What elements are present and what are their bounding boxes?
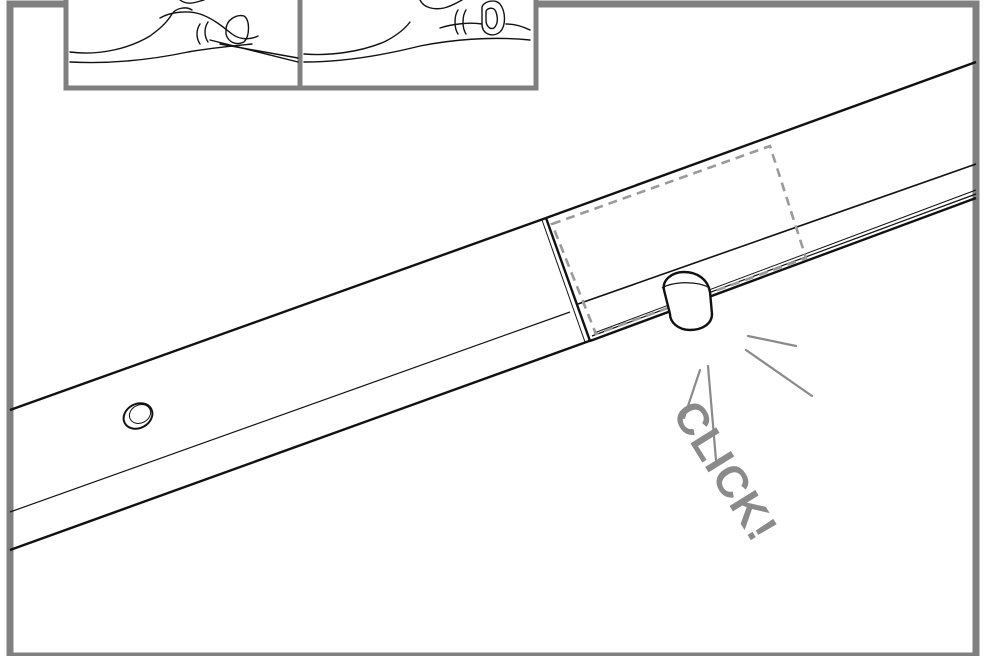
right-tube-bottom-edge-3: [593, 189, 977, 334]
left-tube: [9, 216, 593, 552]
right-tube-mid-edge: [577, 163, 977, 305]
left-tube-top-edge: [9, 216, 547, 412]
tube-joint-line: [544, 217, 592, 342]
left-tube-hole-inner: [128, 404, 152, 424]
left-tube-bottom-edge: [9, 338, 593, 552]
right-tube-bottom-edge: [589, 196, 977, 343]
push-pin-button: [661, 270, 714, 332]
hand-release-icon: [303, 0, 531, 63]
click-burst-lines: [682, 334, 814, 462]
left-tube-mid-edge: [9, 311, 571, 513]
left-tube-hole: [122, 402, 154, 430]
right-tube: [545, 60, 977, 343]
inset-left-frame: [63, 0, 303, 91]
inset-panels: [63, 0, 539, 91]
tube-joint-line-2: [541, 219, 586, 343]
hand-press-icon: [69, 0, 299, 64]
right-tube-top-edge: [545, 60, 977, 220]
right-tube-bottom-edge-2: [591, 193, 977, 337]
outer-frame: [6, 0, 980, 656]
inner-sleeve-dashed-outline: [550, 144, 808, 336]
inset-right-frame: [297, 0, 539, 91]
